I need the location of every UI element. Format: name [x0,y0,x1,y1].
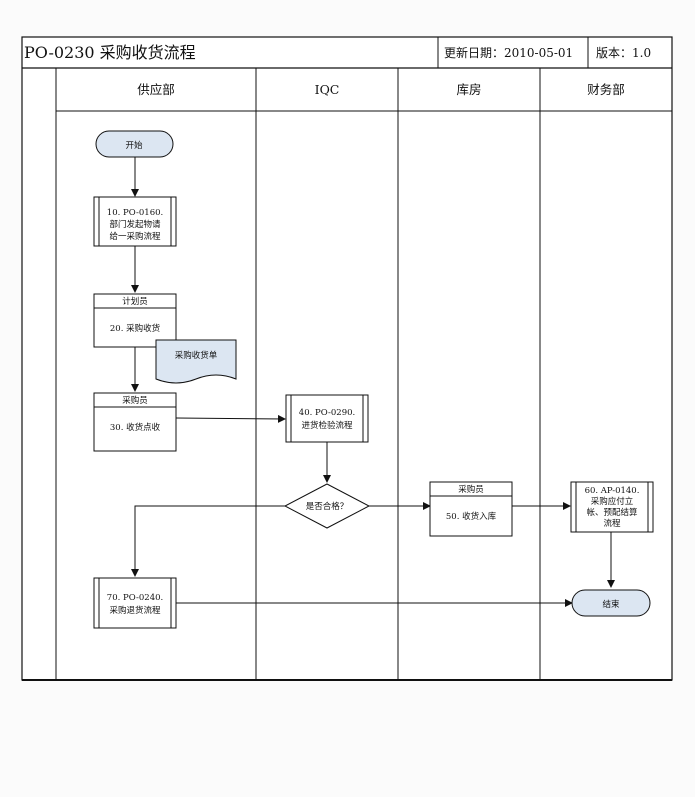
process-60-line2: 采购应付立 [591,496,634,507]
end-label: 结束 [602,599,620,610]
document-label: 采购收货单 [175,350,218,361]
start-label: 开始 [125,140,143,151]
process-10-line3: 给一采购流程 [109,231,161,242]
arrow-30-to-40 [175,414,286,423]
lane-title-supply: 供应部 [137,82,175,97]
decision-label: 是否合格？ [306,501,349,512]
update-date: 更新日期：2010-05-01 [444,45,573,60]
process-60-line1: 60. AP-0140. [585,486,640,496]
process-50-label: 50. 收货入库 [446,511,497,522]
page-title: PO-0230 采购收货流程 [24,43,196,62]
process-40: 40. PO-0290. 进货检验流程 [285,394,369,443]
process-50-role: 采购员 [458,484,484,495]
lane-title-iqc: IQC [315,82,340,97]
connectors [131,157,615,607]
process-30-label: 30. 收货点收 [110,422,161,433]
process-20-label: 20. 采购收货 [110,323,161,334]
arrow-decision-to-70 [131,505,285,577]
process-10-line1: 10. PO-0160. [107,208,163,218]
process-60-line3: 帐、预配结算 [586,507,638,518]
process-60: 60. AP-0140. 采购应付立 帐、预配结算 流程 [570,481,654,533]
process-70-line1: 70. PO-0240. [107,593,163,603]
process-40-line1: 40. PO-0290. [299,408,355,418]
process-30: 采购员 30. 收货点收 [93,392,177,452]
process-30-role: 采购员 [122,395,148,406]
process-20: 计划员 20. 采购收货 [93,293,177,348]
end-node: 结束 [571,589,651,617]
document-receipt-note: 采购收货单 [155,339,237,384]
process-50: 采购员 50. 收货入库 [429,481,513,537]
decision-qualified: 是否合格？ [283,483,371,529]
process-60-line4: 流程 [603,518,621,529]
version-label: 版本：1.0 [596,46,651,60]
lane-title-finance: 财务部 [587,82,625,97]
process-70-line2: 采购退货流程 [109,605,161,616]
lane-title-warehouse: 库房 [456,82,481,97]
process-10-line2: 部门发起物请 [109,219,161,230]
process-10: 10. PO-0160. 部门发起物请 给一采购流程 [93,196,177,247]
process-40-line2: 进货检验流程 [301,420,353,431]
start-node: 开始 [95,130,174,158]
process-70: 70. PO-0240. 采购退货流程 [93,577,177,629]
process-20-role: 计划员 [122,296,148,307]
